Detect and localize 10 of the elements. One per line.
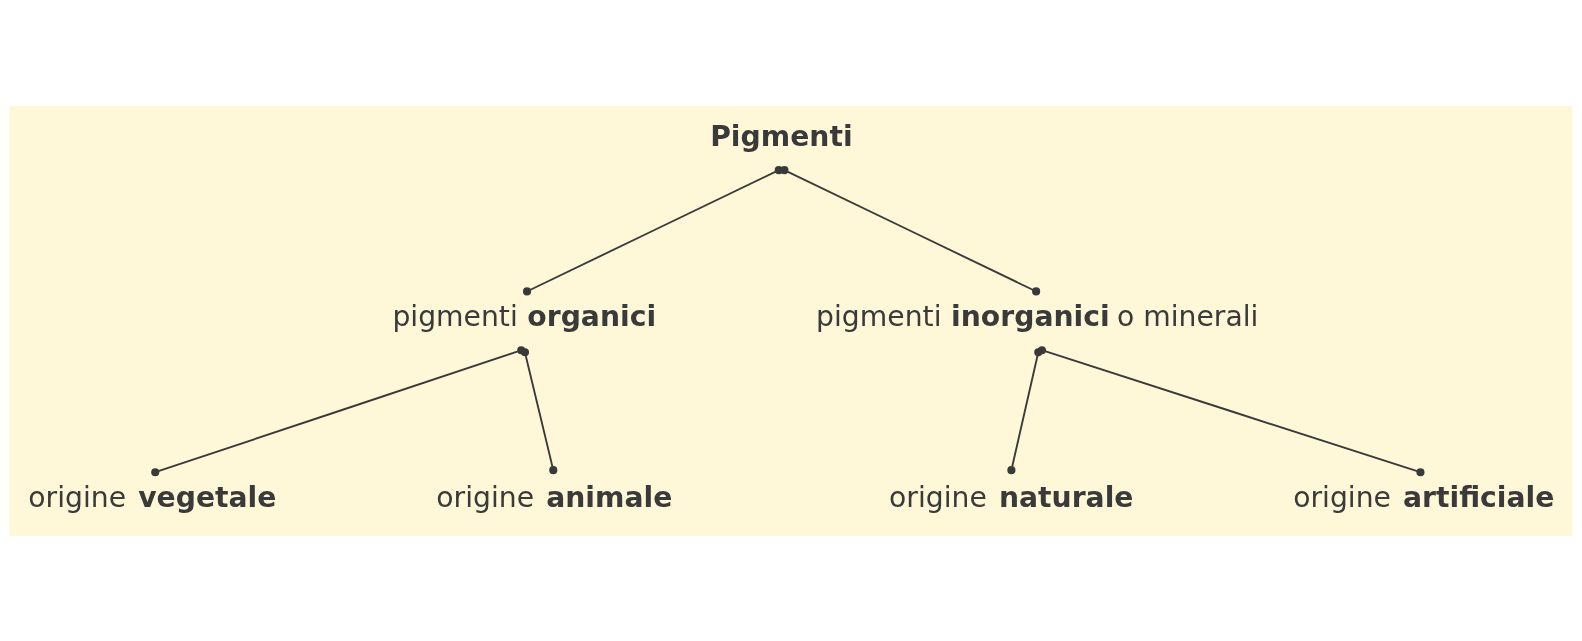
connector	[520, 347, 558, 474]
node-text: pigmenti organici	[392, 299, 657, 333]
node-text: pigmenti inorganici o minerali	[816, 299, 1259, 333]
connector	[780, 165, 1041, 295]
connector	[1037, 345, 1425, 476]
node-text: origine vegetale	[28, 480, 277, 514]
node-text: origine animale	[436, 480, 673, 514]
node-text: origine naturale	[889, 480, 1134, 514]
node-text: Pigmenti	[710, 119, 853, 153]
node-text: origine artificiale	[1293, 480, 1555, 514]
